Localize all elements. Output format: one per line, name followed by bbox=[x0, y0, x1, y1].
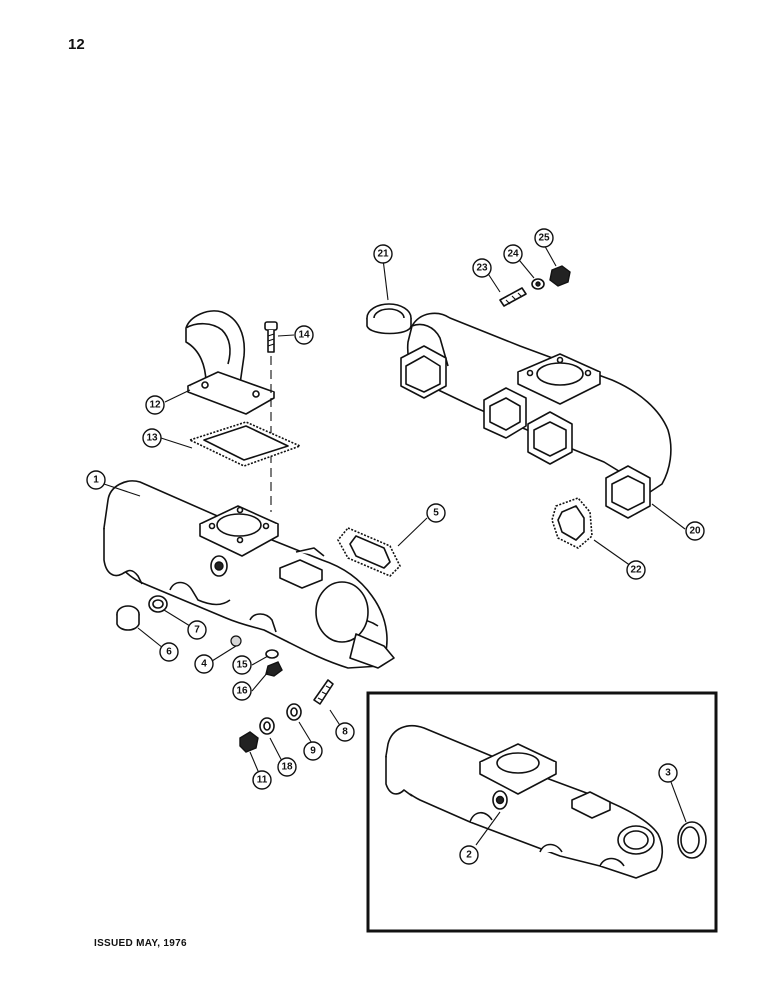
svg-text:2: 2 bbox=[466, 850, 472, 861]
svg-text:21: 21 bbox=[377, 249, 389, 260]
svg-text:22: 22 bbox=[630, 565, 642, 576]
svg-text:3: 3 bbox=[665, 768, 671, 779]
callout-18: 18 bbox=[277, 757, 297, 777]
callout-3: 3 bbox=[658, 763, 678, 783]
callout-9: 9 bbox=[303, 741, 323, 761]
page-number: 12 bbox=[68, 36, 85, 53]
callout-13: 13 bbox=[142, 428, 162, 448]
svg-text:14: 14 bbox=[298, 330, 310, 341]
stud-washer-nut-group bbox=[499, 265, 571, 307]
callout-12: 12 bbox=[145, 395, 165, 415]
small-hardware-group bbox=[116, 595, 334, 753]
callout-25: 25 bbox=[534, 228, 554, 248]
svg-text:5: 5 bbox=[433, 508, 439, 519]
svg-text:18: 18 bbox=[281, 762, 293, 773]
inset-detail-box bbox=[366, 691, 718, 933]
alternate-manifold-part bbox=[385, 724, 664, 879]
issued-date-note: ISSUED MAY, 1976 bbox=[94, 938, 187, 949]
callout-11: 11 bbox=[252, 770, 272, 790]
callout-24: 24 bbox=[503, 244, 523, 264]
callout-16: 16 bbox=[232, 681, 252, 701]
elbow-outlet-part bbox=[185, 310, 275, 415]
callout-22: 22 bbox=[626, 560, 646, 580]
callout-15: 15 bbox=[232, 655, 252, 675]
svg-text:1: 1 bbox=[93, 475, 99, 486]
svg-text:4: 4 bbox=[201, 659, 207, 670]
callout-14: 14 bbox=[294, 325, 314, 345]
callout-5: 5 bbox=[426, 503, 446, 523]
bolt-part bbox=[264, 321, 278, 512]
svg-text:15: 15 bbox=[236, 660, 248, 671]
callout-8: 8 bbox=[335, 722, 355, 742]
outlet-gasket-part bbox=[337, 527, 401, 577]
elbow-gasket-part bbox=[187, 421, 303, 467]
callout-20: 20 bbox=[685, 521, 705, 541]
svg-text:23: 23 bbox=[476, 263, 488, 274]
svg-text:16: 16 bbox=[236, 686, 248, 697]
callout-21: 21 bbox=[373, 244, 393, 264]
svg-text:13: 13 bbox=[146, 433, 158, 444]
upper-manifold-part bbox=[400, 312, 672, 519]
seal-ring-inset-part bbox=[677, 821, 707, 859]
callout-6: 6 bbox=[159, 642, 179, 662]
svg-text:12: 12 bbox=[149, 400, 161, 411]
callout-23: 23 bbox=[472, 258, 492, 278]
exhaust-manifold-part bbox=[103, 480, 395, 669]
seal-ring-part bbox=[366, 303, 412, 335]
svg-text:25: 25 bbox=[538, 233, 550, 244]
svg-text:7: 7 bbox=[194, 625, 200, 636]
svg-text:9: 9 bbox=[310, 746, 316, 757]
svg-text:6: 6 bbox=[166, 647, 172, 658]
flange-gasket-part bbox=[551, 497, 593, 549]
callout-1: 1 bbox=[86, 470, 106, 490]
callout-2: 2 bbox=[459, 845, 479, 865]
svg-text:20: 20 bbox=[689, 526, 701, 537]
callout-7: 7 bbox=[187, 620, 207, 640]
svg-text:11: 11 bbox=[257, 775, 268, 786]
callout-4: 4 bbox=[194, 654, 214, 674]
svg-text:24: 24 bbox=[507, 249, 519, 260]
svg-text:8: 8 bbox=[342, 727, 348, 738]
